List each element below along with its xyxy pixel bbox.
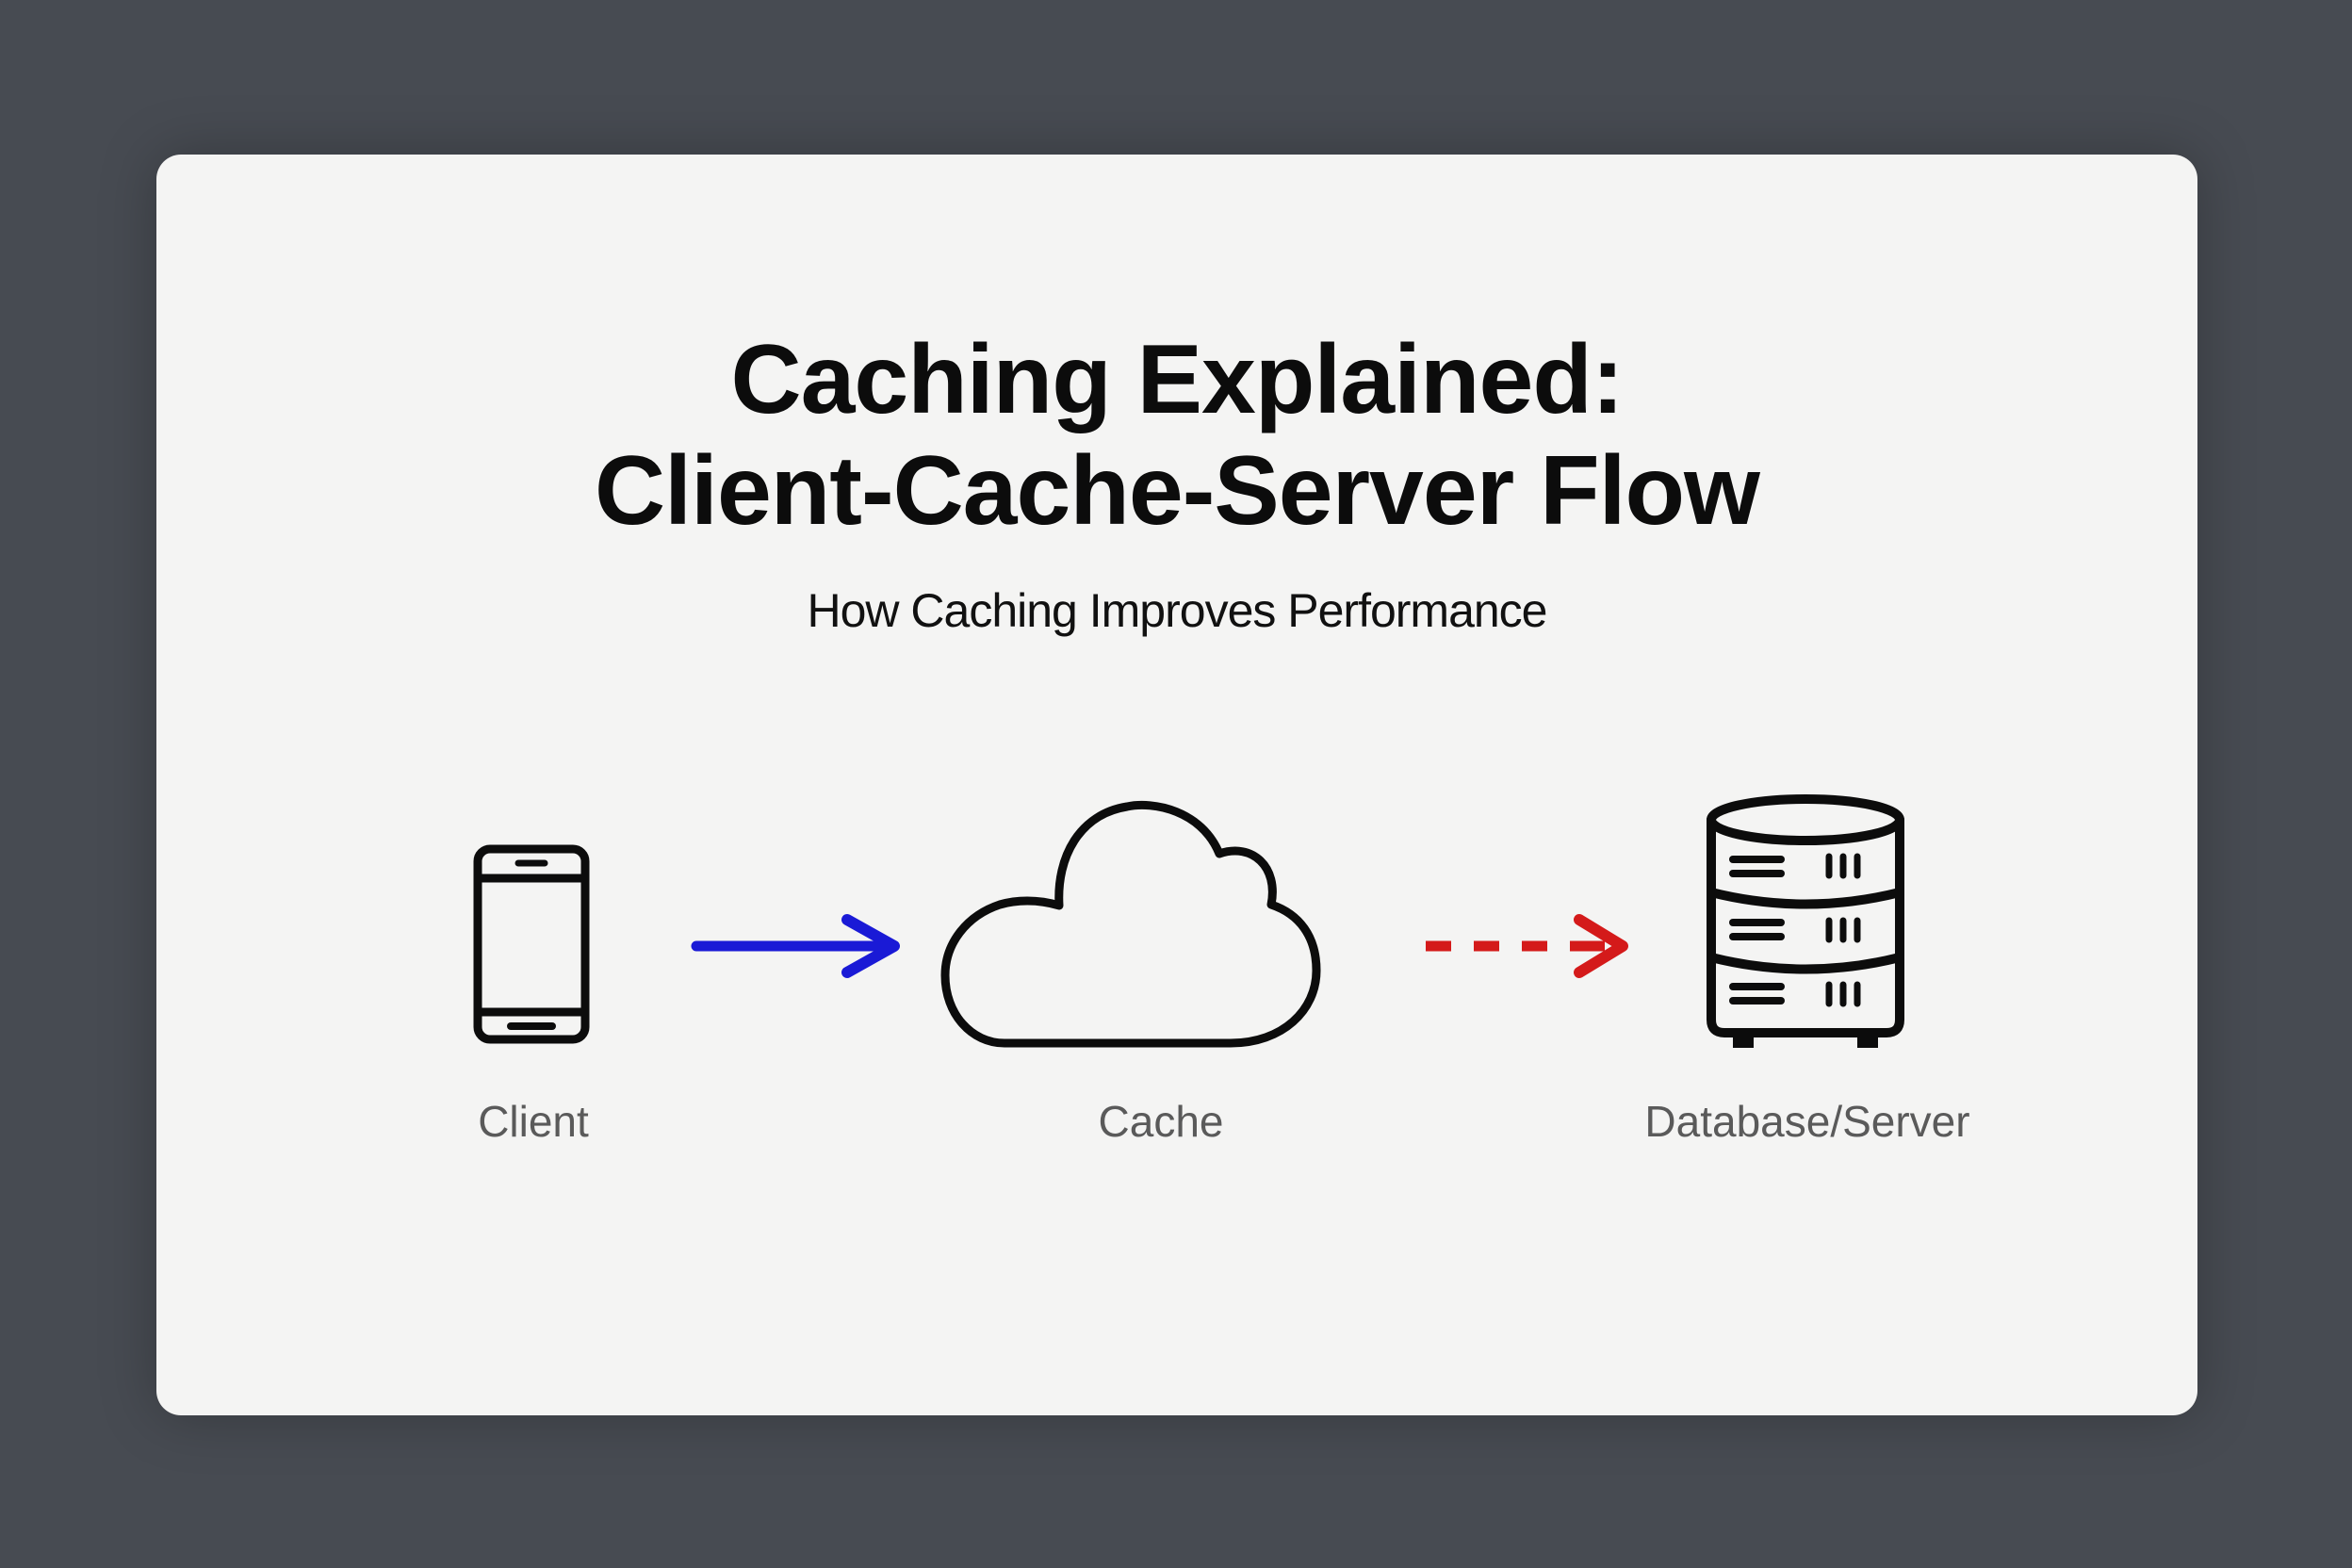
title-line-2: Client-Cache-Server Flow	[595, 436, 1760, 546]
diagram-title: Caching Explained: Client-Cache-Server F…	[156, 324, 2197, 547]
diagram-subtitle: How Caching Improves Performance	[807, 584, 1548, 637]
title-line-1: Caching Explained:	[730, 325, 1624, 434]
diagram-card: Caching Explained: Client-Cache-Server F…	[156, 155, 2197, 1415]
flow-diagram	[473, 794, 1904, 1048]
arrow-client-to-cache	[691, 914, 900, 978]
cloud-icon	[940, 800, 1321, 1048]
arrow-cache-to-server	[1426, 914, 1628, 978]
node-label-client: Client	[478, 1097, 589, 1146]
node-label-server: Database/Server	[1644, 1097, 1970, 1146]
node-label-cache: Cache	[1098, 1097, 1224, 1146]
smartphone-icon	[473, 844, 590, 1044]
database-server-icon	[1707, 794, 1904, 1048]
